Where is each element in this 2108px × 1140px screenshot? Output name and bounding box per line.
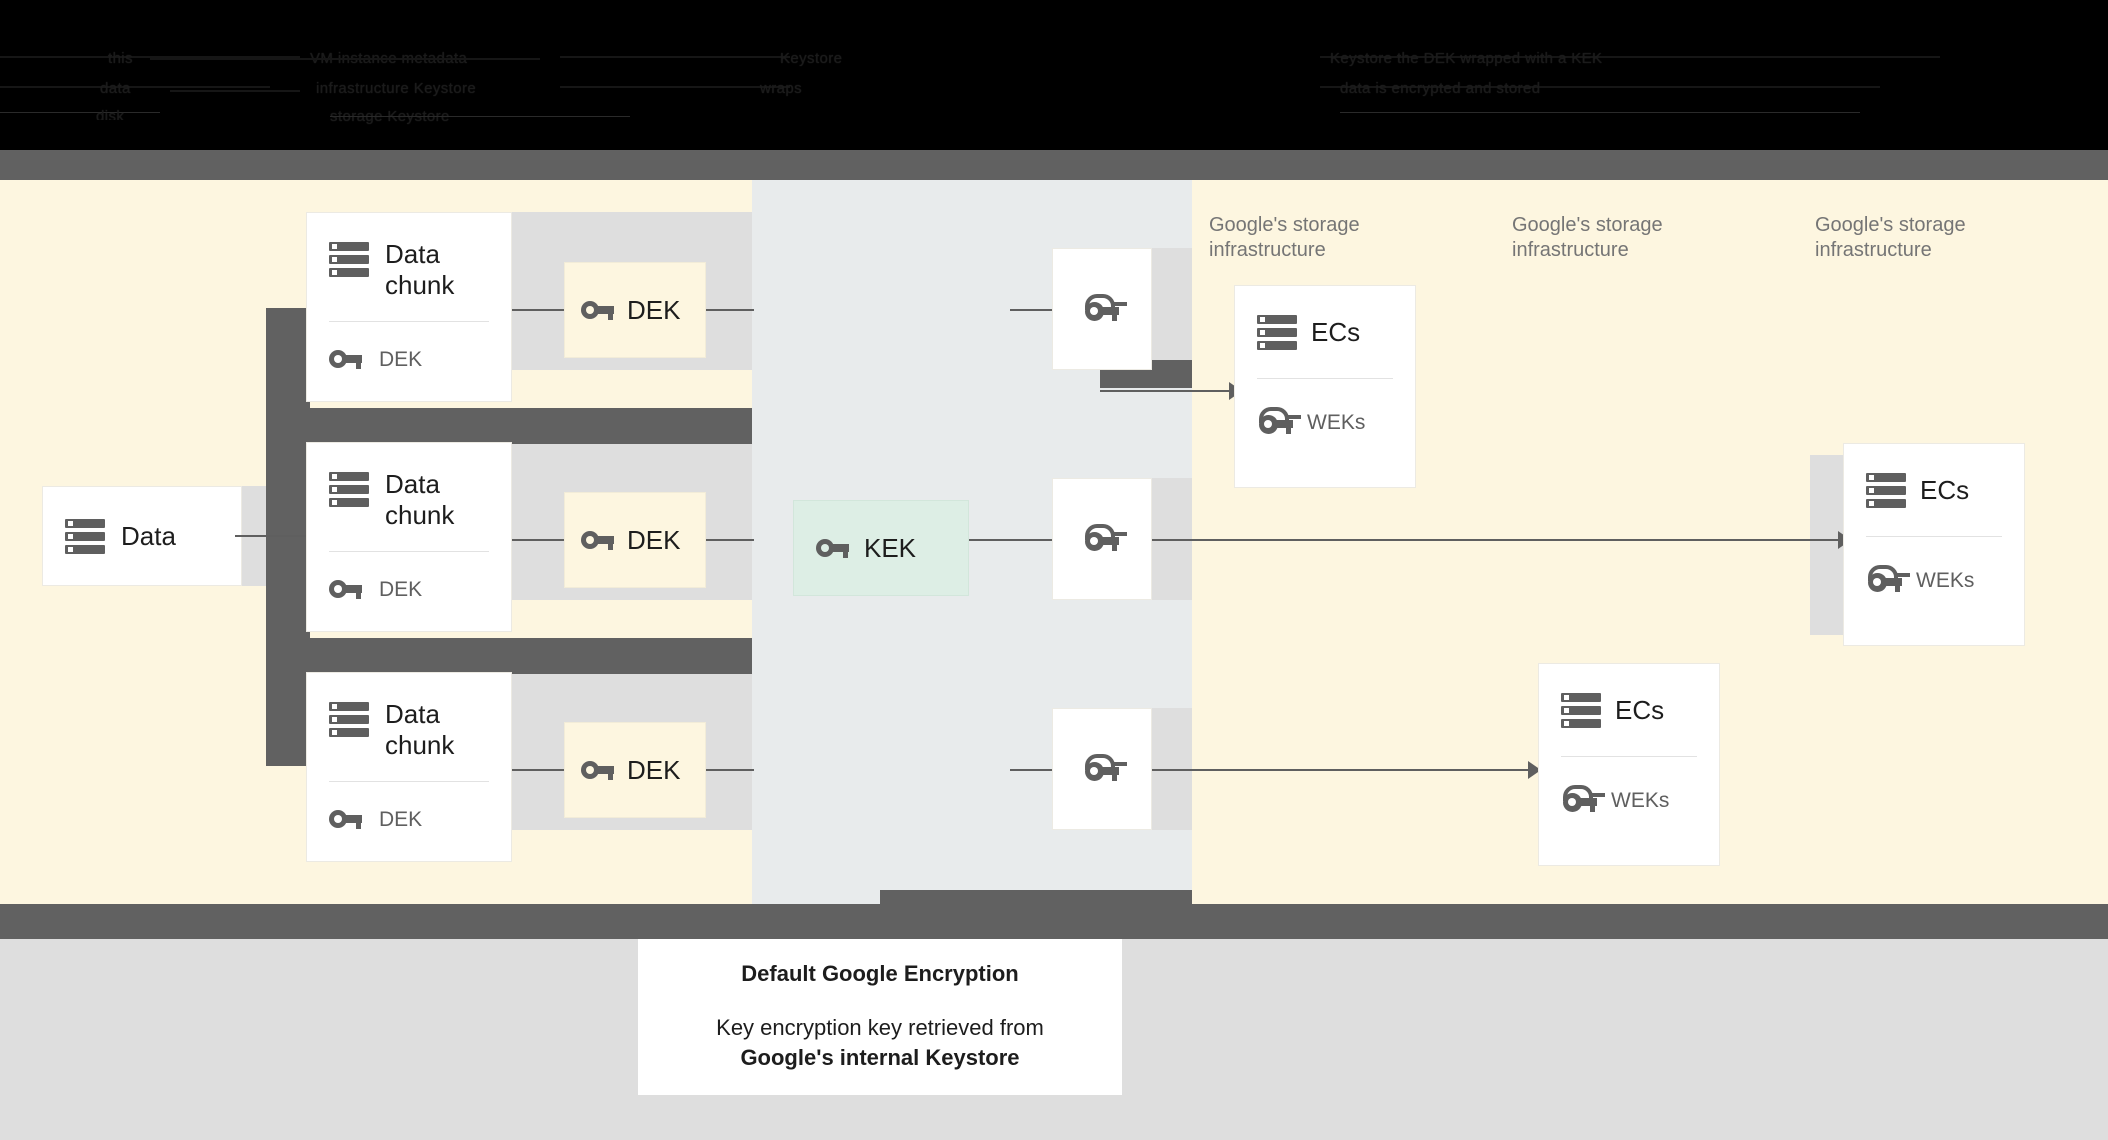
card-data-chunk-2[interactable]: Data chunk DEK — [306, 442, 512, 632]
obscured-header-strip: this data disk VM instance metadata infr… — [0, 0, 2108, 150]
card-data-source-label: Data — [121, 520, 176, 551]
card-ecs-key-label: WEKs — [1307, 410, 1366, 434]
card-wrapped-key-3[interactable] — [1052, 708, 1152, 830]
card-chunk-title: Data chunk — [385, 699, 455, 760]
arrow-head-to-ec-3 — [1528, 761, 1541, 779]
wrapped-key-icon — [1083, 292, 1127, 326]
card-chunk-title: Data chunk — [385, 469, 455, 530]
connector-data-to-trunk — [235, 535, 315, 537]
key-icon — [329, 572, 363, 606]
key-icon — [329, 342, 363, 376]
caption-line-2: Google's internal Keystore — [740, 1045, 1020, 1070]
connector-kek-to-wrapped — [969, 539, 1054, 541]
card-divider — [1866, 536, 2002, 537]
band-top-divider — [0, 150, 2108, 180]
caption-card: Default Google Encryption Key encryption… — [638, 939, 1122, 1095]
card-divider — [329, 781, 489, 782]
wrapped-key-icon — [1257, 405, 1301, 439]
card-data-source[interactable]: Data — [42, 486, 242, 586]
card-wrapped-key-1[interactable] — [1052, 248, 1152, 370]
server-icon — [329, 469, 369, 509]
card-chunk-title: Data chunk — [385, 239, 455, 300]
card-data-chunk-1[interactable]: Data chunk DEK — [306, 212, 512, 402]
trunk-bar-vertical — [266, 308, 310, 766]
mid-panel-bottom-bar — [880, 890, 1192, 912]
card-data-chunk-3[interactable]: Data chunk DEK — [306, 672, 512, 862]
trunk-bar-branch-1 — [266, 408, 752, 444]
caption-heading: Default Google Encryption — [741, 961, 1019, 986]
connector-chunk1-dek1 — [512, 309, 564, 311]
card-ecs-key-label: WEKs — [1611, 788, 1670, 812]
trunk-bar-branch-2 — [266, 638, 752, 674]
connector-panel-in-3 — [1010, 769, 1054, 771]
card-kek-label: KEK — [864, 532, 917, 563]
server-icon — [65, 516, 105, 556]
card-dek-label: DEK — [627, 524, 681, 555]
wrapped-key-icon — [1083, 522, 1127, 556]
caption-body: Key encryption key retrieved from Google… — [716, 1013, 1044, 1073]
caption-line-1: Key encryption key retrieved from — [716, 1015, 1044, 1040]
card-dek-label: DEK — [627, 754, 681, 785]
card-chunk-key-label: DEK — [379, 577, 423, 601]
card-divider — [1561, 756, 1697, 757]
key-icon — [581, 753, 615, 787]
connector-dek3-panel — [706, 769, 754, 771]
server-icon — [1866, 470, 1906, 510]
wrapped-key-icon — [1561, 783, 1605, 817]
card-ecs-1[interactable]: ECs WEKs — [1234, 285, 1416, 488]
key-icon — [581, 293, 615, 327]
key-icon — [329, 802, 363, 836]
wrapped-key-icon — [1866, 563, 1910, 597]
connector-chunk2-dek2 — [512, 539, 564, 541]
card-dek-1[interactable]: DEK — [564, 262, 706, 358]
card-divider — [1257, 378, 1393, 379]
card-ecs-title: ECs — [1920, 474, 1970, 505]
card-dek-label: DEK — [627, 294, 681, 325]
caption-storage-column-1: Google's storage infrastructure — [1209, 214, 1360, 261]
card-ecs-title: ECs — [1311, 316, 1361, 347]
caption-storage-column-3: Google's storage infrastructure — [1815, 214, 1966, 261]
card-chunk-key-label: DEK — [379, 807, 423, 831]
key-icon — [581, 523, 615, 557]
arrow-line-to-ec-2 — [1152, 539, 1842, 541]
card-divider — [329, 551, 489, 552]
arrow-line-to-ec-3 — [1152, 769, 1532, 771]
wrapped-key-icon — [1083, 752, 1127, 786]
card-kek[interactable]: KEK — [793, 500, 969, 596]
card-ecs-title: ECs — [1615, 694, 1665, 725]
server-icon — [1257, 312, 1297, 352]
server-icon — [329, 699, 369, 739]
caption-storage-column-2: Google's storage infrastructure — [1512, 214, 1663, 261]
connector-dek2-panel — [706, 539, 754, 541]
connector-panel-in-1 — [1010, 309, 1054, 311]
card-ecs-key-label: WEKs — [1916, 568, 1975, 592]
server-icon — [329, 239, 369, 279]
card-ecs-3[interactable]: ECs WEKs — [1538, 663, 1720, 866]
arrow-line-to-ec-1 — [1100, 390, 1232, 392]
card-dek-3[interactable]: DEK — [564, 722, 706, 818]
connector-dek1-panel — [706, 309, 754, 311]
card-wrapped-key-2[interactable] — [1052, 478, 1152, 600]
connector-chunk3-dek3 — [512, 769, 564, 771]
server-icon — [1561, 690, 1601, 730]
card-dek-2[interactable]: DEK — [564, 492, 706, 588]
card-ecs-2[interactable]: ECs WEKs — [1843, 443, 2025, 646]
card-chunk-key-label: DEK — [379, 347, 423, 371]
card-divider — [329, 321, 489, 322]
key-icon — [816, 531, 850, 565]
